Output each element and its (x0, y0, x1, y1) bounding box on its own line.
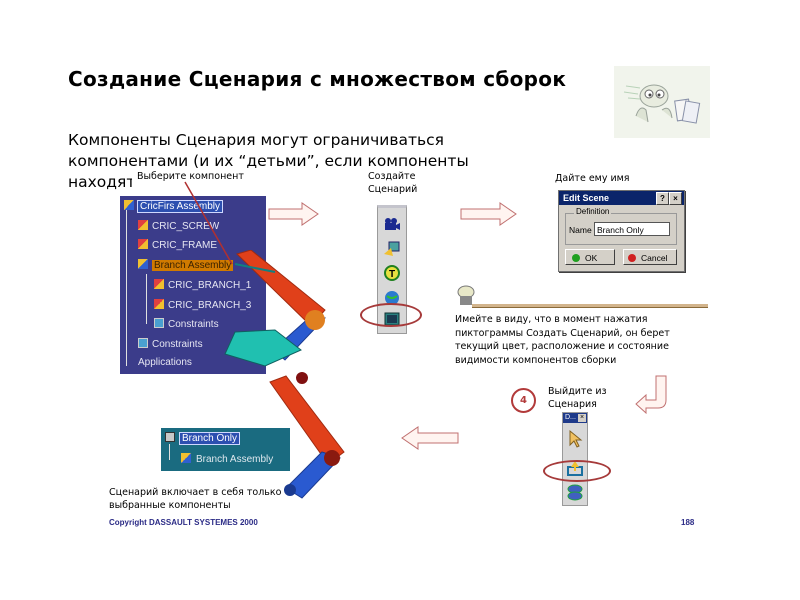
toolbar-titlebar: D... × (563, 413, 587, 423)
swap-icon[interactable] (566, 483, 584, 501)
branch-mechanism-image (269, 372, 345, 499)
arrow-right-icon (460, 202, 517, 226)
t-circle-icon[interactable]: T (383, 264, 401, 282)
dialog-titlebar: Edit Scene ? × (559, 191, 684, 205)
assembly-icon (124, 200, 134, 210)
step-label-exit: Выйдите из Сценария (548, 386, 607, 410)
cancel-button[interactable]: Cancel (623, 249, 677, 265)
pointer-line (184, 181, 233, 265)
tree-item-constraints[interactable]: Constraints (138, 338, 203, 350)
step-label-name: Дайте ему имя (555, 173, 630, 184)
tree-item-branch-3[interactable]: CRIC_BRANCH_3 (154, 299, 251, 311)
close-button[interactable]: × (578, 414, 586, 422)
label-backdrop (132, 168, 282, 194)
assembly-icon (138, 259, 148, 269)
tree-item-constraints-inner[interactable]: Constraints (154, 318, 219, 330)
edit-scene-dialog: Edit Scene ? × Definition Name Branch On… (558, 190, 685, 272)
camera-icon[interactable] (383, 216, 401, 234)
tree-item-branch-assembly[interactable]: Branch Assembly (181, 453, 273, 465)
note-character-icon (457, 285, 475, 305)
pointer-icon[interactable] (566, 429, 584, 448)
help-button[interactable]: ? (656, 192, 669, 205)
result-tree: Branch Only Branch Assembly (161, 428, 290, 471)
scene-icon (165, 432, 175, 442)
page-number: 188 (681, 518, 695, 527)
part-icon (138, 220, 148, 230)
step-label-create: Создайте Сценарий (368, 171, 418, 195)
arrow-left-icon (401, 426, 459, 450)
tree-item-branch-1[interactable]: CRIC_BRANCH_1 (154, 279, 251, 291)
slide-title: Создание Сценария с множеством сборок (68, 67, 567, 91)
cancel-icon (628, 254, 636, 262)
arrow-right-icon (268, 202, 319, 226)
tree-item-frame[interactable]: CRIC_FRAME (138, 239, 217, 251)
label-backdrop (362, 168, 422, 198)
name-label: Name (569, 225, 592, 235)
tree-item-applications[interactable]: Applications (138, 357, 192, 368)
copyright: Copyright DASSAULT SYSTEMES 2000 (109, 518, 258, 527)
mechanism-3d-image (224, 250, 327, 367)
highlight-ellipse (543, 460, 611, 482)
exit-toolbar: D... × (562, 412, 588, 506)
decorative-clipart (614, 66, 710, 138)
ok-icon (572, 254, 580, 262)
assembly-tree: CricFirs Assembly CRIC_SCREW CRIC_FRAME … (120, 196, 266, 374)
note-divider (472, 304, 708, 308)
note-text: Имейте в виду, что в момент нажатия пикт… (455, 314, 670, 366)
slide-subtitle: Компоненты Сценария могут ограничиваться… (68, 131, 469, 191)
ok-button[interactable]: OK (565, 249, 615, 265)
tree-item-branch-only[interactable]: Branch Only (165, 432, 241, 445)
scene-edit-icon[interactable] (383, 240, 401, 258)
tree-item-screw[interactable]: CRIC_SCREW (138, 220, 219, 232)
tree-item-root[interactable]: CricFirs Assembly (124, 200, 224, 213)
step-label-select: Выберите компонент (137, 171, 244, 182)
globe-icon[interactable] (383, 288, 401, 306)
constraints-icon (154, 318, 164, 328)
arrow-turn-left-icon (635, 375, 667, 414)
part-icon (154, 299, 164, 309)
close-button[interactable]: × (669, 192, 682, 205)
tree-item-branch-assembly[interactable]: Branch Assembly (138, 259, 234, 271)
constraints-icon (138, 338, 148, 348)
assembly-icon (181, 453, 191, 463)
result-caption: Сценарий включает в себя только выбранны… (109, 487, 282, 511)
thinking-character-icon (614, 66, 710, 138)
step-number-badge: 4 (511, 388, 536, 413)
highlight-ellipse (360, 303, 422, 327)
part-icon (154, 279, 164, 289)
name-input[interactable]: Branch Only (594, 222, 670, 236)
svg-text:T: T (389, 269, 395, 280)
part-icon (138, 239, 148, 249)
definition-group: Definition Name Branch Only (565, 207, 677, 245)
